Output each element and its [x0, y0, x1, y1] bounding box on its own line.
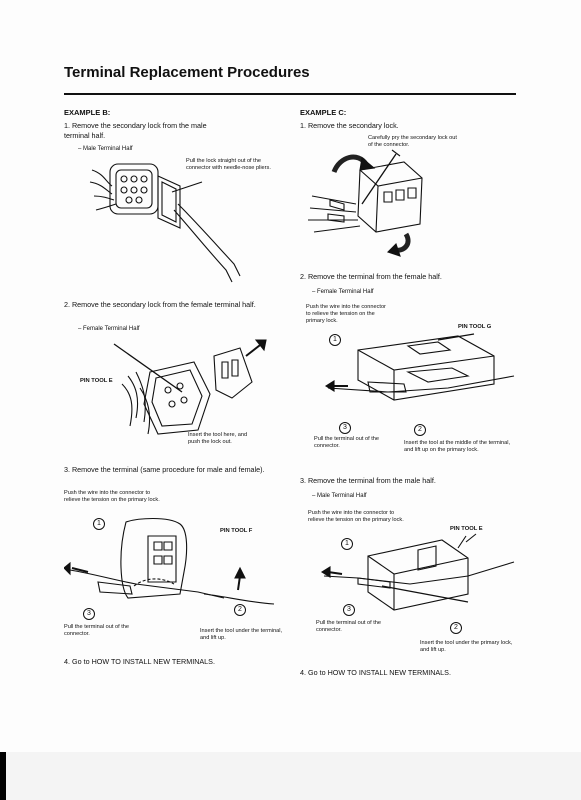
callout-3-c-male: 3	[343, 604, 355, 616]
example-b-step-3: 3. Remove the terminal (same procedure f…	[64, 465, 265, 474]
example-b-step-3-note-push: Push the wire into the connector to reli…	[64, 490, 160, 503]
secondary-lock-pry-figure	[300, 148, 430, 258]
example-c-step-3-tool: PIN TOOL E	[450, 526, 483, 532]
example-c-step-3-note-pull: Pull the terminal out of the connector.	[316, 620, 381, 633]
title-rule	[64, 93, 516, 95]
female-terminal-removal-figure	[318, 330, 518, 430]
example-c-step-2: 2. Remove the terminal from the female h…	[300, 272, 442, 281]
example-c-step-3-sub: – Male Terminal Half	[312, 493, 367, 499]
callout-3-c-female: 3	[339, 422, 351, 434]
example-b-step-3-tool: PIN TOOL F	[220, 528, 253, 534]
page-title: Terminal Replacement Procedures	[64, 64, 310, 81]
male-connector-lock-figure	[86, 152, 276, 292]
callout-1-b: 1	[93, 518, 105, 530]
callout-2-c-female: 2	[414, 424, 426, 436]
scan-edge-shadow	[0, 752, 6, 800]
female-connector-lock-figure	[110, 338, 280, 450]
callout-2-c-male: 2	[450, 622, 462, 634]
example-b-step-4: 4. Go to HOW TO INSTALL NEW TERMINALS.	[64, 657, 215, 666]
example-b-step-1-sub: – Male Terminal Half	[78, 146, 133, 152]
example-c-step-2-note-pull: Pull the terminal out of the connector.	[314, 436, 379, 449]
callout-1-c-male: 1	[341, 538, 353, 550]
example-b-step-3-note-pull: Pull the terminal out of the connector.	[64, 624, 129, 637]
example-c-step-2-note-insert: Insert the tool at the middle of the ter…	[404, 440, 511, 453]
example-b-step-2-tool: PIN TOOL E	[80, 378, 113, 384]
example-c-heading: EXAMPLE C:	[300, 108, 347, 117]
example-b-step-2-note: Insert the tool here, and push the lock …	[188, 432, 248, 445]
callout-1-c-female: 1	[329, 334, 341, 346]
scan-bottom-margin	[0, 752, 581, 800]
example-c-step-2-note-push: Push the wire into the connector to reli…	[306, 304, 386, 324]
example-b-step-1-note: Pull the lock straight out of the connec…	[186, 158, 271, 171]
example-c-step-3-note-insert: Insert the tool under the primary lock, …	[420, 640, 513, 653]
male-terminal-removal-figure	[318, 532, 518, 622]
example-b-heading: EXAMPLE B:	[64, 108, 111, 117]
terminal-removal-figure-b	[64, 512, 284, 624]
example-c-step-3: 3. Remove the terminal from the male hal…	[300, 476, 436, 485]
example-b-step-3-note-insert: Insert the tool under the terminal, and …	[200, 628, 283, 641]
example-c-step-4: 4. Go to HOW TO INSTALL NEW TERMINALS.	[300, 668, 451, 677]
example-b-step-2-sub: – Female Terminal Half	[78, 326, 140, 332]
callout-3-b: 3	[83, 608, 95, 620]
example-b-step-2: 2. Remove the secondary lock from the fe…	[64, 300, 256, 309]
example-c-step-1: 1. Remove the secondary lock.	[300, 121, 399, 130]
example-b-step-1: 1. Remove the secondary lock from the ma…	[64, 121, 207, 140]
example-c-step-1-note: Carefully pry the secondary lock out of …	[368, 135, 457, 148]
example-c-step-2-sub: – Female Terminal Half	[312, 289, 374, 295]
callout-2-b: 2	[234, 604, 246, 616]
example-c-step-2-tool: PIN TOOL G	[458, 324, 492, 330]
example-c-step-3-note-push: Push the wire into the connector to reli…	[308, 510, 404, 523]
